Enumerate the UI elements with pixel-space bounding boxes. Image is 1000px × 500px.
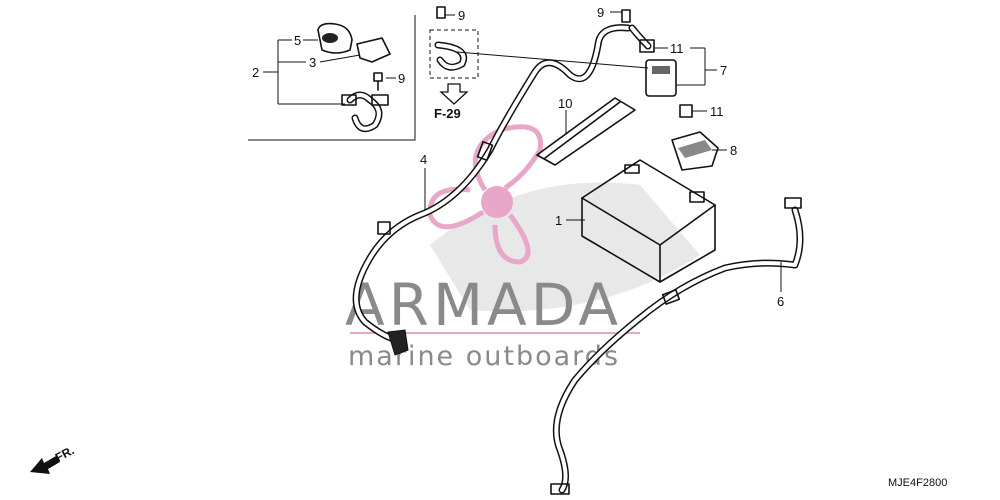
- part-11-fuse-lower: [679, 104, 693, 118]
- callout-5: 5: [294, 33, 301, 48]
- watermark-brand: ARMADA: [345, 271, 622, 339]
- callout-6: 6: [777, 294, 784, 309]
- callout-9-right: 9: [597, 5, 604, 20]
- callout-9-inset: 9: [398, 71, 405, 86]
- callout-11-lower: 11: [710, 104, 724, 119]
- watermark-propeller-icon: [427, 124, 543, 265]
- watermark: ARMADA marine outboards: [345, 124, 700, 372]
- watermark-tagline: marine outboards: [348, 341, 620, 372]
- callout-11-upper: 11: [670, 41, 684, 56]
- callout-9-upper: 9: [458, 8, 465, 23]
- part-1-battery: [581, 159, 716, 283]
- diagram-code: MJE4F2800: [888, 477, 947, 489]
- callout-10: 10: [558, 96, 572, 111]
- part-5-cap: [317, 22, 353, 54]
- part-11-fuse-upper: [639, 39, 655, 53]
- part-10-strap: [536, 97, 636, 166]
- leader-lines: [263, 11, 782, 292]
- part-2-terminal-lead: [341, 91, 389, 133]
- front-direction-arrow-icon: [30, 456, 60, 474]
- callout-2: 2: [252, 65, 259, 80]
- part-9-bolt-inset: [373, 72, 383, 91]
- callout-1: 1: [555, 213, 562, 228]
- callout-4: 4: [420, 152, 427, 167]
- callout-3: 3: [309, 55, 316, 70]
- part-7-relay: [628, 24, 677, 97]
- callout-8: 8: [730, 143, 737, 158]
- part-4-harness: [352, 9, 632, 356]
- reference-arrow-icon: [439, 83, 469, 105]
- callout-7: 7: [720, 63, 727, 78]
- reference-label: F-29: [434, 106, 461, 121]
- reference-detail-box: [429, 6, 479, 79]
- inset-frame: [248, 15, 416, 141]
- part-3-cover: [356, 37, 391, 63]
- part-8-cover: [671, 131, 719, 171]
- part-6-cable: [550, 197, 804, 495]
